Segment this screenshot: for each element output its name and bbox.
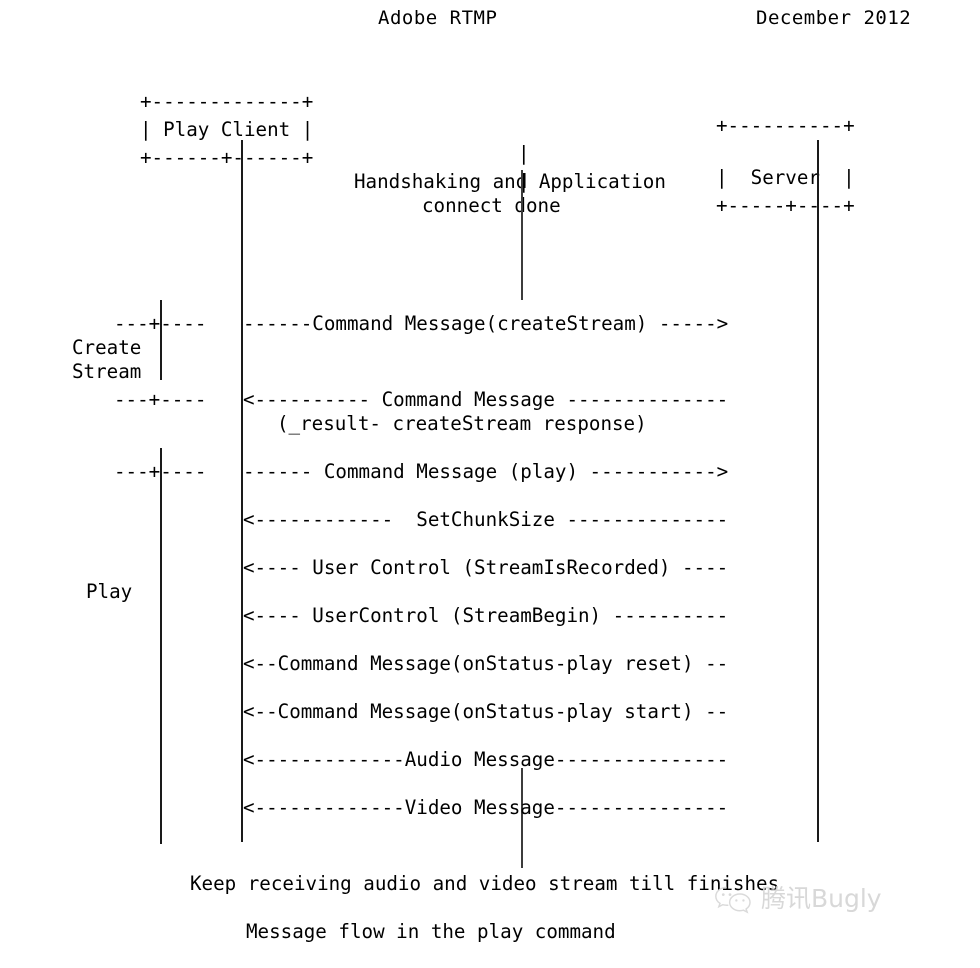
figure-caption-text: Message flow in the play command (246, 920, 616, 943)
create-stream-label-line-2: Stream (0, 336, 980, 383)
server-box-label-row: | Server | (716, 166, 855, 189)
message-text: <---- User Control (StreamIsRecorded) --… (243, 556, 729, 579)
client-lifeline-lower (241, 300, 243, 842)
note-lifeline-bottom (521, 768, 523, 868)
play-tick-top: ---+---- (0, 436, 980, 483)
create-stream-tick-top-glyph: ---+---- (114, 312, 207, 335)
play-bracket-stem (160, 448, 162, 844)
page-running-header: Adobe RTMP December 2012 (0, 0, 980, 36)
handshake-note-text-2: connect done (422, 194, 561, 217)
client-box-bottom-border: +------+------+ (140, 146, 314, 169)
create-stream-tick-top: ---+---- (0, 288, 980, 335)
participant-boxes-top: +-------------+ +----------+ (0, 66, 980, 137)
document-date: December 2012 (756, 7, 912, 29)
message-row-audio-message: <-------------Audio Message-------------… (0, 724, 980, 771)
message-text: <-------------Audio Message-------------… (243, 748, 729, 771)
play-label-row: Play (0, 556, 980, 603)
message-row-create-stream-request: ------Command Message(createStream) ----… (0, 288, 980, 335)
server-box-top-border: +----------+ (716, 114, 855, 137)
handshake-note-line-1: Handshaking and Application (0, 146, 980, 193)
create-stream-tick-bottom: ---+---- (0, 364, 980, 411)
note-lifeline-char-2: | (518, 170, 530, 193)
note-lifeline-char: | (518, 142, 530, 165)
create-stream-tick-bottom-glyph: ---+---- (114, 388, 207, 411)
footer-note-row: Keep receiving audio and video stream ti… (0, 848, 980, 895)
handshake-note-line-2: connect done (0, 170, 980, 217)
rtmp-play-message-flow-figure: { "header": { "title": "Adobe RTMP", "da… (0, 0, 980, 943)
message-row-stream-is-recorded: <---- User Control (StreamIsRecorded) --… (0, 532, 980, 579)
document-title: Adobe RTMP (378, 7, 498, 29)
server-lifeline (817, 140, 819, 842)
figure-caption-row: Message flow in the play command (0, 896, 980, 943)
participant-boxes-bottom: +------+------+ | +-----+----+ (0, 122, 980, 217)
client-lifeline-upper (241, 140, 243, 300)
play-tick-top-glyph: ---+---- (114, 460, 207, 483)
play-label: Play (86, 580, 133, 603)
message-text: (_result- createStream response) (277, 412, 647, 435)
message-row-onstatus-play-reset: <--Command Message(onStatus-play reset) … (0, 628, 980, 675)
client-box-label-row: | Play Client | (140, 118, 314, 141)
message-text: ------ Command Message (play) ----------… (243, 460, 729, 483)
create-stream-bracket-stem (160, 300, 162, 380)
message-text: <------------ SetChunkSize -------------… (243, 508, 729, 531)
message-text: <--Command Message(onStatus-play reset) … (243, 652, 729, 675)
message-row-video-message: <-------------Video Message-------------… (0, 772, 980, 819)
message-text: <-------------Video Message-------------… (243, 796, 729, 819)
footer-note-text: Keep receiving audio and video stream ti… (190, 872, 780, 895)
message-text: ------Command Message(createStream) ----… (243, 312, 729, 335)
message-row-onstatus-play-start: <--Command Message(onStatus-play start) … (0, 676, 980, 723)
message-text: <--Command Message(onStatus-play start) … (243, 700, 729, 723)
sequence-diagram: +-------------+ +----------+ | Play Clie… (0, 62, 980, 943)
message-row-play-request: ------ Command Message (play) ----------… (0, 436, 980, 483)
participant-boxes-mid: | Play Client | | | Server | (0, 94, 980, 189)
create-stream-label-2: Stream (72, 360, 142, 383)
create-stream-label-1: Create (72, 336, 142, 359)
message-row-create-stream-result-detail: (_result- createStream response) (0, 388, 980, 435)
client-box-top-border: +-------------+ (140, 90, 314, 113)
message-text: <---- UserControl (StreamBegin) --------… (243, 604, 729, 627)
message-row-set-chunk-size: <------------ SetChunkSize -------------… (0, 484, 980, 531)
server-box-bottom-border: +-----+----+ (716, 194, 855, 217)
message-row-stream-begin: <---- UserControl (StreamBegin) --------… (0, 580, 980, 627)
message-text: <---------- Command Message ------------… (243, 388, 729, 411)
message-row-create-stream-result: <---------- Command Message ------------… (0, 364, 980, 411)
note-lifeline (521, 170, 523, 300)
create-stream-label-line-1: Create (0, 312, 980, 359)
handshake-note-text-1: Handshaking and Application (354, 170, 666, 193)
